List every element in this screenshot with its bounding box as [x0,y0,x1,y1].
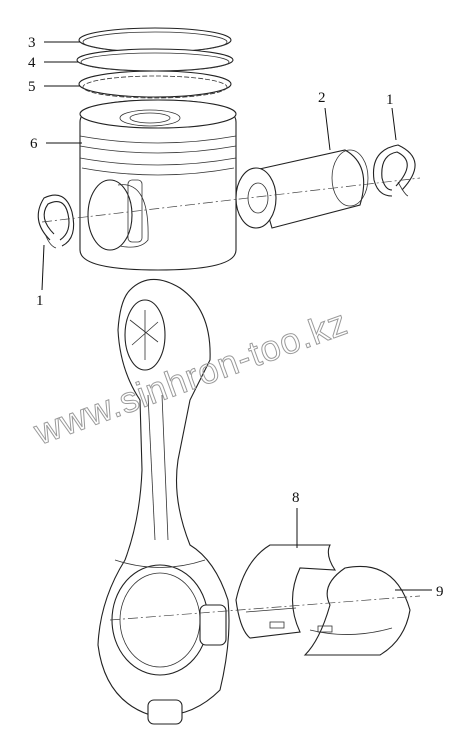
pin-centerline [41,177,421,223]
piston-ring-4 [76,48,234,72]
leader-lines [41,41,432,591]
label-1-right: 1 [386,92,394,108]
piston-body [79,99,237,271]
label-1-left: 1 [36,293,44,309]
label-5: 5 [28,79,36,95]
bearing-shell-8 [235,544,337,639]
label-6: 6 [30,136,38,152]
connecting-rod [97,278,230,725]
label-9: 9 [436,584,444,600]
bearing-centerline [109,595,421,621]
label-2: 2 [318,90,326,106]
circlip-right [372,144,416,197]
piston-ring-5 [78,70,232,99]
label-4: 4 [28,55,36,71]
label-8: 8 [292,490,300,506]
piston-pin [235,149,369,229]
rod-bolt-lower [147,699,183,725]
bearing-shell-9 [303,565,411,656]
rod-bolt-upper [199,604,227,646]
label-3: 3 [28,35,36,51]
piston-ring-3 [78,27,232,53]
